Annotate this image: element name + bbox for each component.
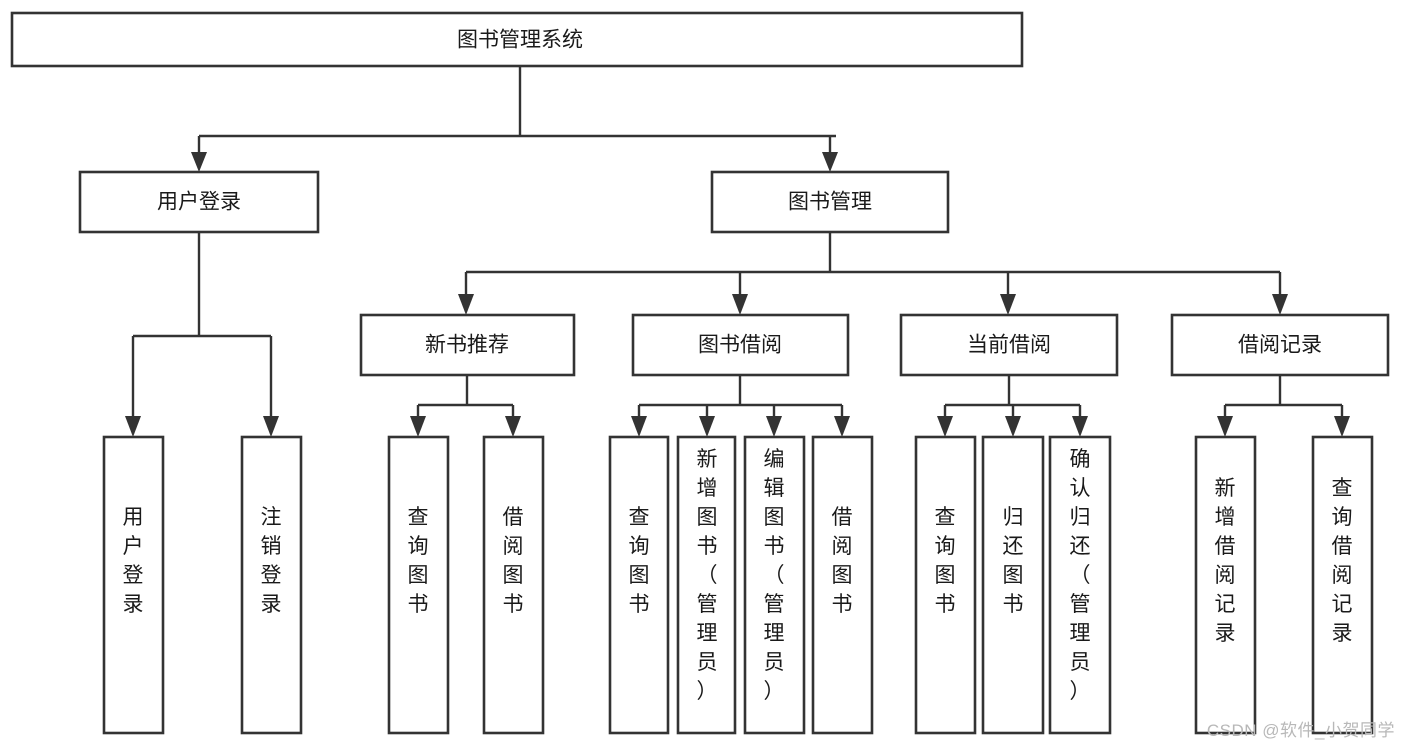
node-leaf-return-book-box[interactable] (981, 435, 1045, 735)
connector-group-new-book-recommend (410, 375, 521, 437)
node-leaf-confirm-return[interactable]: 确认归还（管理员） (1048, 435, 1112, 735)
node-leaf-add-borrow-record-box[interactable] (1194, 435, 1257, 735)
node-user-login-box[interactable] (78, 170, 320, 234)
node-leaf-query-book-cur-label: 查询图书 (935, 506, 956, 616)
node-book-manage-box[interactable] (710, 170, 950, 234)
connector-group-user-login (125, 232, 279, 437)
connector-group-borrow-record (1217, 375, 1350, 437)
node-book-manage-label: 图书管理 (788, 191, 872, 214)
arrowhead-leaf-borrow-book-rec (505, 416, 521, 437)
node-new-book-recommend-box[interactable] (359, 313, 576, 377)
node-user-login-label: 用户登录 (157, 191, 241, 214)
node-leaf-query-book-brw-label: 查询图书 (629, 506, 650, 616)
arrowhead-leaf-return-book (1005, 416, 1021, 437)
node-leaf-borrow-book-rec-box[interactable] (482, 435, 545, 735)
node-leaf-query-book-brw[interactable]: 查询图书 (608, 435, 670, 735)
connector-group-book-borrow (631, 375, 850, 437)
node-root-label: 图书管理系统 (457, 29, 583, 52)
node-leaf-query-borrow-record-box[interactable] (1311, 435, 1374, 735)
node-leaf-add-book-label: 新增图书（管理员） (697, 448, 718, 703)
node-borrow-record-box[interactable] (1170, 313, 1390, 377)
node-leaf-borrow-book-rec-label: 借阅图书 (503, 506, 524, 616)
connector-group-book-manage (458, 232, 1288, 315)
node-new-book-recommend-label: 新书推荐 (425, 334, 509, 357)
node-leaf-user-logout[interactable]: 注销登录 (240, 435, 303, 735)
arrowhead-leaf-query-book-cur (937, 416, 953, 437)
arrowhead-leaf-user-logout (263, 416, 279, 437)
arrowhead-leaf-edit-book (766, 416, 782, 437)
arrowhead-new-book-recommend (458, 294, 474, 315)
arrowhead-book-manage (822, 152, 838, 172)
node-borrow-record-label: 借阅记录 (1238, 334, 1322, 357)
node-leaf-query-book-rec-label: 查询图书 (408, 506, 429, 616)
arrowhead-leaf-borrow-book-brw (834, 416, 850, 437)
arrowhead-leaf-add-borrow-record (1217, 416, 1233, 437)
node-leaf-query-borrow-record[interactable]: 查询借阅记录 (1311, 435, 1374, 735)
node-leaf-user-logout-box[interactable] (240, 435, 303, 735)
node-user-login[interactable]: 用户登录 (78, 170, 320, 234)
node-leaf-return-book[interactable]: 归还图书 (981, 435, 1045, 735)
node-leaf-confirm-return-box[interactable] (1048, 435, 1112, 735)
node-leaf-add-borrow-record[interactable]: 新增借阅记录 (1194, 435, 1257, 735)
connector-group-current-borrow (937, 375, 1088, 437)
node-leaf-query-book-cur[interactable]: 查询图书 (914, 435, 977, 735)
node-new-book-recommend[interactable]: 新书推荐 (359, 313, 576, 377)
node-leaf-edit-book-box[interactable] (743, 435, 806, 735)
node-leaf-user-login[interactable]: 用户登录 (102, 435, 165, 735)
arrowhead-user-login (191, 152, 207, 172)
node-current-borrow-label: 当前借阅 (967, 334, 1051, 357)
arrowhead-current-borrow (1000, 294, 1016, 315)
arrowhead-book-borrow (732, 294, 748, 315)
node-leaf-edit-book[interactable]: 编辑图书（管理员） (743, 435, 806, 735)
arrowhead-leaf-add-book (699, 416, 715, 437)
csdn-watermark: CSDN @软件_小贺同学 (1206, 721, 1395, 740)
node-leaf-borrow-book-brw-box[interactable] (811, 435, 874, 735)
node-leaf-user-login-label: 用户登录 (123, 506, 144, 616)
node-leaf-user-logout-label: 注销登录 (261, 506, 282, 616)
node-book-borrow-box[interactable] (631, 313, 850, 377)
arrowhead-leaf-user-login (125, 416, 141, 437)
node-leaf-query-book-rec-box[interactable] (387, 435, 450, 735)
node-leaf-query-book-cur-box[interactable] (914, 435, 977, 735)
node-leaf-return-book-label: 归还图书 (1003, 506, 1024, 616)
node-leaf-add-book[interactable]: 新增图书（管理员） (676, 435, 737, 735)
node-leaf-add-borrow-record-label: 新增借阅记录 (1215, 477, 1236, 645)
node-book-borrow-label: 图书借阅 (698, 334, 782, 357)
node-leaf-borrow-book-brw-label: 借阅图书 (832, 506, 853, 616)
node-leaf-query-book-brw-box[interactable] (608, 435, 670, 735)
node-root[interactable]: 图书管理系统 (10, 11, 1024, 68)
node-leaf-query-book-rec[interactable]: 查询图书 (387, 435, 450, 735)
node-current-borrow[interactable]: 当前借阅 (899, 313, 1119, 377)
node-leaf-borrow-book-rec[interactable]: 借阅图书 (482, 435, 545, 735)
arrowhead-leaf-query-book-rec (410, 416, 426, 437)
node-root-box[interactable] (10, 11, 1024, 68)
arrowhead-leaf-query-borrow-record (1334, 416, 1350, 437)
node-current-borrow-box[interactable] (899, 313, 1119, 377)
connector-group-root (191, 66, 838, 172)
arrowhead-leaf-confirm-return (1072, 416, 1088, 437)
node-leaf-add-book-box[interactable] (676, 435, 737, 735)
node-borrow-record[interactable]: 借阅记录 (1170, 313, 1390, 377)
arrowhead-leaf-query-book-brw (631, 416, 647, 437)
node-leaf-query-borrow-record-label: 查询借阅记录 (1332, 477, 1353, 645)
arrowhead-borrow-record (1272, 294, 1288, 315)
node-book-borrow[interactable]: 图书借阅 (631, 313, 850, 377)
node-leaf-edit-book-label: 编辑图书（管理员） (764, 448, 785, 703)
node-leaf-confirm-return-label: 确认归还（管理员） (1070, 448, 1091, 703)
node-leaf-borrow-book-brw[interactable]: 借阅图书 (811, 435, 874, 735)
node-leaf-user-login-box[interactable] (102, 435, 165, 735)
node-book-manage[interactable]: 图书管理 (710, 170, 950, 234)
